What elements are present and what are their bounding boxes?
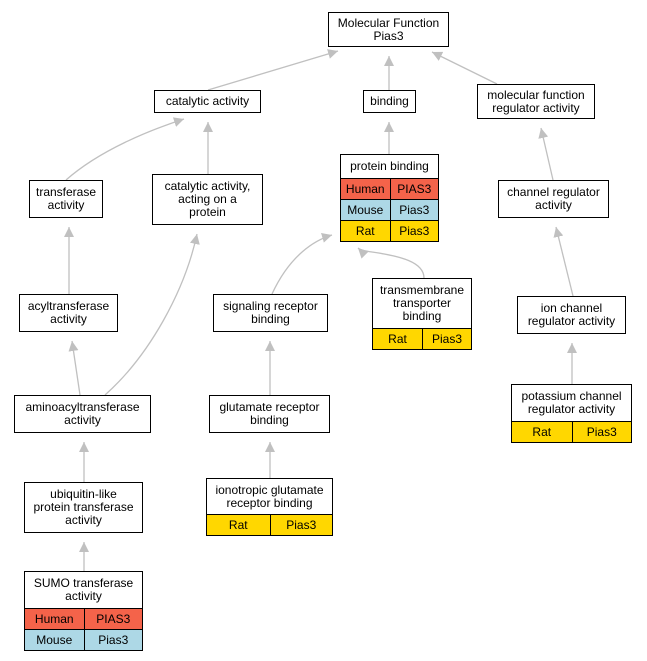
node-aminoacyltransferase-activity[interactable]: aminoacyltransferase activity xyxy=(14,395,151,433)
gene-symbol: Pias3 xyxy=(83,630,143,650)
node-mf-regulator-activity[interactable]: molecular function regulator activity xyxy=(477,84,595,119)
node-catalytic-activity-protein[interactable]: catalytic activity, acting on a protein xyxy=(152,174,263,225)
species-name: Rat xyxy=(532,425,552,439)
node-molecular-function[interactable]: Molecular Function Pias3 xyxy=(328,12,449,47)
species-name: Rat xyxy=(388,332,407,346)
node-label: signaling receptor binding xyxy=(223,299,318,326)
species-name: Mouse xyxy=(347,203,384,217)
species-row-mouse: Mouse Pias3 xyxy=(25,629,142,650)
edge-catalytic-activity-to-molecular-function xyxy=(207,49,339,91)
edge-channel-regulator-activity-to-mf-regulator-activity xyxy=(538,127,554,181)
node-label: SUMO transferase activity xyxy=(33,576,134,603)
node-label: ion channel regulator activity xyxy=(527,301,616,328)
edge-aminoacyltransferase-activity-to-catalytic-activity-protein xyxy=(104,233,200,396)
edge-ion-channel-regulator-activity-to-channel-regulator-activity xyxy=(553,226,574,297)
gene-symbol: Pias3 xyxy=(571,422,632,442)
node-label: acyltransferase activity xyxy=(27,299,110,326)
gene-symbol: Pias3 xyxy=(269,515,333,535)
species-row-rat: Rat Pias3 xyxy=(373,328,471,349)
node-label: binding xyxy=(370,94,409,108)
node-label: channel regulator activity xyxy=(507,185,600,212)
node-transferase-activity[interactable]: transferase activity xyxy=(29,180,103,218)
gene-symbol: Pias3 xyxy=(389,200,439,220)
node-acyltransferase-activity[interactable]: acyltransferase activity xyxy=(19,294,118,332)
node-label: glutamate receptor binding xyxy=(219,400,320,427)
gene-symbol: PIAS3 xyxy=(389,179,439,199)
edge-signaling-receptor-binding-to-protein-binding xyxy=(271,233,333,295)
node-label: ubiquitin-like protein transferase activ… xyxy=(33,487,134,527)
node-label: aminoacyltransferase activity xyxy=(25,400,140,427)
species-name: Rat xyxy=(228,518,248,532)
gene-symbol: Pias3 xyxy=(389,221,439,241)
species-name: Human xyxy=(34,612,74,626)
node-label: potassium channel regulator activity xyxy=(521,389,622,416)
node-glutamate-receptor-binding[interactable]: glutamate receptor binding xyxy=(209,395,330,433)
node-label: transferase activity xyxy=(35,185,97,212)
edge-transferase-activity-to-catalytic-activity xyxy=(65,117,185,181)
node-label: protein binding xyxy=(350,159,429,173)
node-label: ionotropic glutamate receptor binding xyxy=(215,482,324,510)
edge-mf-regulator-activity-to-molecular-function xyxy=(431,51,498,85)
species-row-human: Human PIAS3 xyxy=(341,178,438,199)
species-name: Rat xyxy=(355,224,375,238)
node-ion-channel-regulator-activity[interactable]: ion channel regulator activity xyxy=(517,296,626,334)
species-row-mouse: Mouse Pias3 xyxy=(341,199,438,220)
node-ubiquitin-like-protein-transferase-activity[interactable]: ubiquitin-like protein transferase activ… xyxy=(24,482,143,533)
node-catalytic-activity[interactable]: catalytic activity xyxy=(154,90,261,113)
species-name: Human xyxy=(345,182,385,196)
node-signaling-receptor-binding[interactable]: signaling receptor binding xyxy=(213,294,328,332)
node-label: Molecular Function Pias3 xyxy=(337,15,440,43)
species-row-rat: Rat Pias3 xyxy=(512,421,631,442)
node-binding[interactable]: binding xyxy=(363,90,416,113)
node-channel-regulator-activity[interactable]: channel regulator activity xyxy=(498,180,609,218)
species-row-rat: Rat Pias3 xyxy=(207,514,332,535)
species-row-human: Human PIAS3 xyxy=(25,608,142,629)
species-row-rat: Rat Pias3 xyxy=(341,220,438,241)
node-label: catalytic activity, acting on a protein xyxy=(164,179,251,219)
gene-symbol: PIAS3 xyxy=(83,609,143,629)
edge-aminoacyltransferase-activity-to-acyltransferase-activity xyxy=(68,340,81,396)
node-label: molecular function regulator activity xyxy=(487,87,585,115)
node-label: catalytic activity xyxy=(165,94,250,108)
gene-symbol: Pias3 xyxy=(422,329,471,349)
node-label: transmembrane transporter binding xyxy=(379,283,465,323)
species-name: Mouse xyxy=(36,633,73,647)
edge-transmembrane-transporter-binding-to-protein-binding xyxy=(357,247,425,279)
